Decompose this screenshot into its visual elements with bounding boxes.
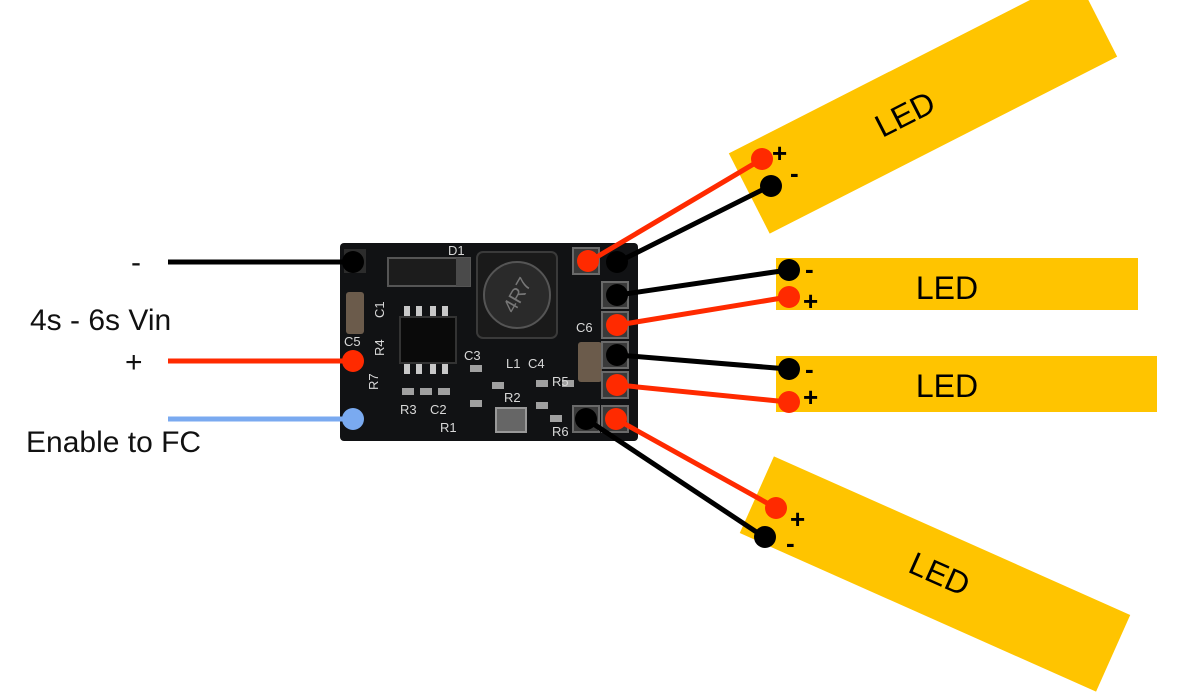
out-pad-2-positive — [606, 314, 628, 336]
led3-label: LED — [916, 368, 978, 404]
led4-wire-positive — [614, 416, 778, 511]
silk-c5: C5 — [344, 334, 361, 349]
silk-c4: C4 — [528, 356, 545, 371]
led1-plus-sign: + — [772, 138, 787, 168]
silk-l1: L1 — [506, 356, 520, 371]
input-minus-sign: - — [131, 246, 141, 279]
led4-minus-sign: - — [786, 528, 795, 558]
led2-minus-sign: - — [805, 254, 814, 284]
out-pad-3-positive — [606, 374, 628, 396]
silk-r4: R4 — [372, 339, 387, 356]
input-plus-sign: + — [125, 346, 143, 379]
led4-wire-negative — [584, 416, 766, 540]
input-voltage-label: 4s - 6s Vin — [30, 304, 171, 337]
led1-minus-sign: - — [790, 158, 799, 188]
led4-dot-negative — [754, 526, 776, 548]
silk-r5: R5 — [552, 374, 569, 389]
silk-r7: R7 — [366, 373, 381, 390]
silk-r2: R2 — [504, 390, 521, 405]
led-strip-2 — [776, 258, 1138, 310]
led4-dot-positive — [765, 497, 787, 519]
input-pad-negative — [342, 251, 364, 273]
led3-dot-negative — [778, 358, 800, 380]
silk-c1: C1 — [372, 301, 387, 318]
out-pad-1-negative — [606, 251, 628, 273]
silk-c6: C6 — [576, 320, 593, 335]
out-pad-4-negative — [575, 408, 597, 430]
out-pad-1-positive — [577, 250, 599, 272]
led1-wire-positive — [588, 156, 764, 264]
silk-r3: R3 — [400, 402, 417, 417]
pcb-board: 4R7 D1 C1 C5 R4 R7 C3 L1 C4 C6 R5 R3 C2 … — [340, 243, 638, 441]
silk-r6: R6 — [552, 424, 569, 439]
silk-c3: C3 — [464, 348, 481, 363]
led1-wire-negative — [616, 183, 772, 265]
led3-minus-sign: - — [805, 354, 814, 384]
led-strip-3 — [776, 356, 1157, 412]
input-pad-positive — [342, 350, 364, 372]
led2-label: LED — [916, 270, 978, 306]
out-pad-2-negative — [606, 284, 628, 306]
led4-plus-sign: + — [790, 504, 805, 534]
silk-c2: C2 — [430, 402, 447, 417]
led2-dot-negative — [778, 259, 800, 281]
silk-d1: D1 — [448, 243, 465, 258]
led1-dot-positive — [751, 148, 773, 170]
enable-pad — [342, 408, 364, 430]
led2-wire-positive — [617, 294, 789, 328]
out-pad-4-positive — [605, 408, 627, 430]
led-strip-4 — [739, 456, 1131, 692]
led-strip-1 — [728, 0, 1118, 234]
led1-dot-negative — [760, 175, 782, 197]
silk-r1: R1 — [440, 420, 457, 435]
led2-dot-positive — [778, 286, 800, 308]
enable-label: Enable to FC — [26, 426, 201, 459]
led3-plus-sign: + — [803, 382, 818, 412]
led3-wire-positive — [617, 382, 789, 405]
led3-dot-positive — [778, 391, 800, 413]
led2-wire-negative — [617, 267, 789, 298]
out-pad-3-negative — [606, 344, 628, 366]
led3-wire-negative — [617, 352, 789, 372]
led2-plus-sign: + — [803, 286, 818, 316]
